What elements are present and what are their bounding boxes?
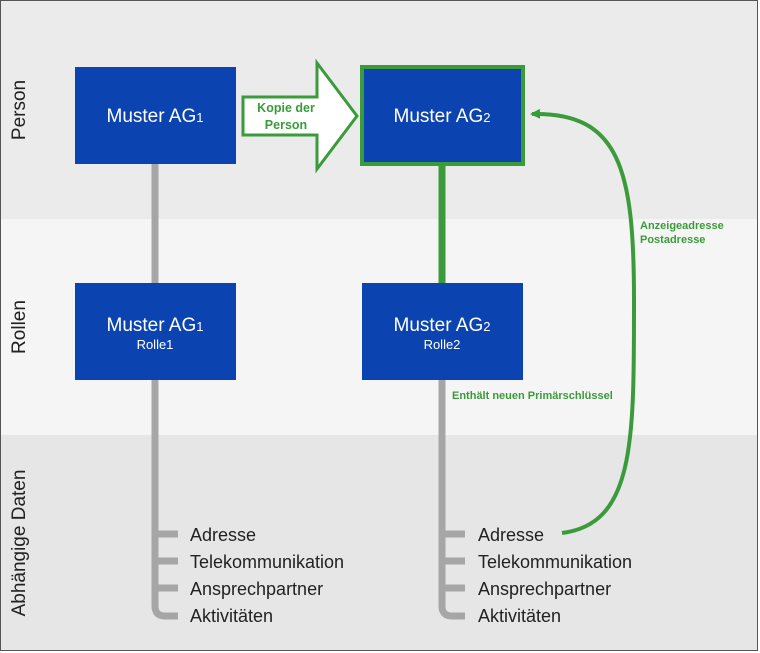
rolle1-title: Muster AG1 [107, 315, 204, 336]
box-person2 [360, 65, 525, 166]
left-item-aktivitaeten: Aktivitäten [190, 606, 273, 626]
rolle2-title: Muster AG2 [394, 315, 491, 336]
right-item-telekommunikation: Telekommunikation [478, 552, 632, 572]
trunk-left [151, 380, 178, 620]
trunk-right [438, 380, 465, 620]
right-item-aktivitaeten: Aktivitäten [478, 606, 561, 626]
copy-arrow-line1: Kopie der [257, 101, 315, 115]
primary-key-note: Enthält neuen Primärschlüssel [452, 390, 613, 402]
rolle2-role: Rolle2 [424, 337, 461, 352]
right-item-adresse: Adresse [478, 525, 544, 545]
address-link-line1: Anzeigeadresse [640, 220, 724, 232]
address-link-line2: Postadresse [640, 234, 705, 246]
copy-arrow [241, 58, 359, 174]
rolle1-role: Rolle1 [137, 337, 174, 352]
left-item-ansprechpartner: Ansprechpartner [190, 579, 323, 599]
address-link-arrow [530, 108, 637, 535]
copy-arrow-line2: Person [265, 118, 307, 132]
left-item-telekommunikation: Telekommunikation [190, 552, 344, 572]
daten-band [1, 435, 758, 651]
box-rolle1 [75, 283, 236, 380]
right-item-ansprechpartner: Ansprechpartner [478, 579, 611, 599]
person2-title: Muster AG2 [394, 106, 491, 127]
box-rolle2 [362, 283, 523, 380]
box-person1 [75, 67, 236, 164]
left-item-adresse: Adresse [190, 525, 256, 545]
person1-title: Muster AG1 [107, 106, 204, 127]
